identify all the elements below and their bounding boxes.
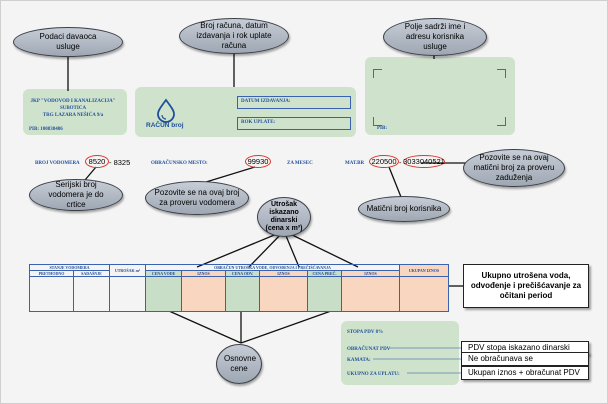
provider-address: TRG LAZARA NEŠIĆA 9/a [42,113,104,118]
meter-serial-value: 8520 [88,157,106,166]
place-value: 99930 [247,157,269,166]
callout-user-id-text: Matični broj korisnika [366,204,442,213]
id-part2-circle: 3033040521 [403,155,445,168]
vat-rate-label: STOPA PDV 8% [347,330,384,335]
provider-area [23,89,127,135]
bill-number-area [135,87,356,137]
corner-top-left [373,69,382,78]
corner-bottom-left [373,117,382,126]
corner-bottom-right [497,117,506,126]
place-label: OBRAČUNSKO MESTO: [151,161,208,166]
total-cell [399,276,450,312]
callout-base-prices-text: Osnovne cene [224,354,257,373]
usage-cell [109,276,147,312]
amount3-cell [341,276,401,312]
vat-calc-label: OBRAČUNAT PDV [347,347,391,352]
to-pay-label: UKUPNO ZA UPLATU: [347,372,400,377]
callout-check-debt-text: Pozovite se na ovaj matični broj za prov… [473,153,555,182]
provider-pib: PIB: 100838486 [29,127,63,132]
meter-rest-value: - 8325 [109,158,131,167]
callout-consumption: Utrošak iskazano dinarski (cena x m³) [257,197,311,237]
price-purif-cell [307,276,343,312]
meter-label: BROJ VODOMERA [35,161,80,166]
vat-explanation-text: PDV stopa iskazano dinarski [468,343,570,352]
total-explanation-box: Ukupno utrošena voda, odvođenje i prečiš… [463,264,589,308]
corner-top-right [497,69,506,78]
provider-name: JKP "VODOVOD I KANALIZACIJA" [30,99,116,104]
consumption-table: STANJE VODOMERA UTROŠAK m³ OBRAČUN UTROŠ… [28,264,450,312]
payment-explanation-text: Ukupan iznos + obračunat PDV [468,368,580,377]
callout-provider-data: Podaci davaoca usluge [13,27,123,57]
id-part2-value: 3033040521 [403,157,445,166]
callout-provider-data-text: Podaci davaoca usluge [39,32,97,51]
callout-check-meter: Pozovite se na ovaj broj za proveru vodo… [145,181,249,215]
callout-check-meter-text: Pozovite se na ovaj broj za proveru vodo… [154,188,240,207]
water-drop-icon [157,98,175,123]
company-logo [143,97,189,131]
callout-bill-number: Broj računa, datum izdavanja i rok uplat… [179,18,289,54]
total-explanation-text: Ukupno utrošena voda, odvođenje i prečiš… [470,271,582,300]
due-label: ROK UPLATE: [241,120,276,125]
place-value-circle: 99930 [245,155,271,168]
interest-label: KAMATA: [347,358,371,363]
prev-cell [29,276,74,312]
callout-base-prices: Osnovne cene [216,344,262,384]
address-area [365,57,515,135]
address-pib-label: PIB: [377,126,387,131]
date-field: DATUM IZDAVANJA: [237,96,351,109]
interest-explanation-box: Ne obračunava se [461,352,589,366]
callout-meter-serial: Serijski broj vodomera je do crtice [29,179,123,211]
totals-area [341,321,459,385]
callout-user-id: Matični broj korisnika [358,196,450,222]
callout-address-field-text: Polje sadrži ime i adresu korisnika uslu… [404,22,466,51]
callout-bill-number-text: Broj računa, datum izdavanja i rok uplat… [196,21,272,50]
interest-explanation-text: Ne obračunava se [468,354,533,363]
payment-explanation-box: Ukupan iznos + obračunat PDV [461,366,589,380]
id-part1-circle: 220500 [369,155,399,168]
price-water-cell [145,276,183,312]
price-purif-header: CENA PREČ. [307,270,343,277]
due-field: ROK UPLATE: [237,117,351,130]
curr-cell [72,276,111,312]
meter-serial-circle: 8520 [85,155,109,168]
callout-consumption-text: Utrošak iskazano dinarski (cena x m³) [265,201,303,232]
callout-address-field: Polje sadrži ime i adresu korisnika uslu… [383,18,487,56]
total-header: UKUPAN IZNOS [399,264,450,277]
usage-header: UTROŠAK m³ [109,264,147,277]
price-drain-cell [225,276,261,312]
amount1-cell [181,276,227,312]
month-label: ZA MESEC [287,161,313,166]
provider-city: SUBOTICA [59,106,87,111]
callout-meter-serial-text: Serijski broj vodomera je do crtice [48,180,104,209]
date-label: DATUM IZDAVANJA: [241,99,291,104]
provider-block: JKP "VODOVOD I KANALIZACIJA" SUBOTICA TR… [23,98,123,119]
amount2-cell [259,276,309,312]
callout-check-debt: Pozovite se na ovaj matični broj za prov… [463,149,565,187]
bill-title: RAČUN broj [146,122,184,129]
id-label: MAT.BR [345,161,365,166]
id-part1-value: 220500 [371,157,397,166]
